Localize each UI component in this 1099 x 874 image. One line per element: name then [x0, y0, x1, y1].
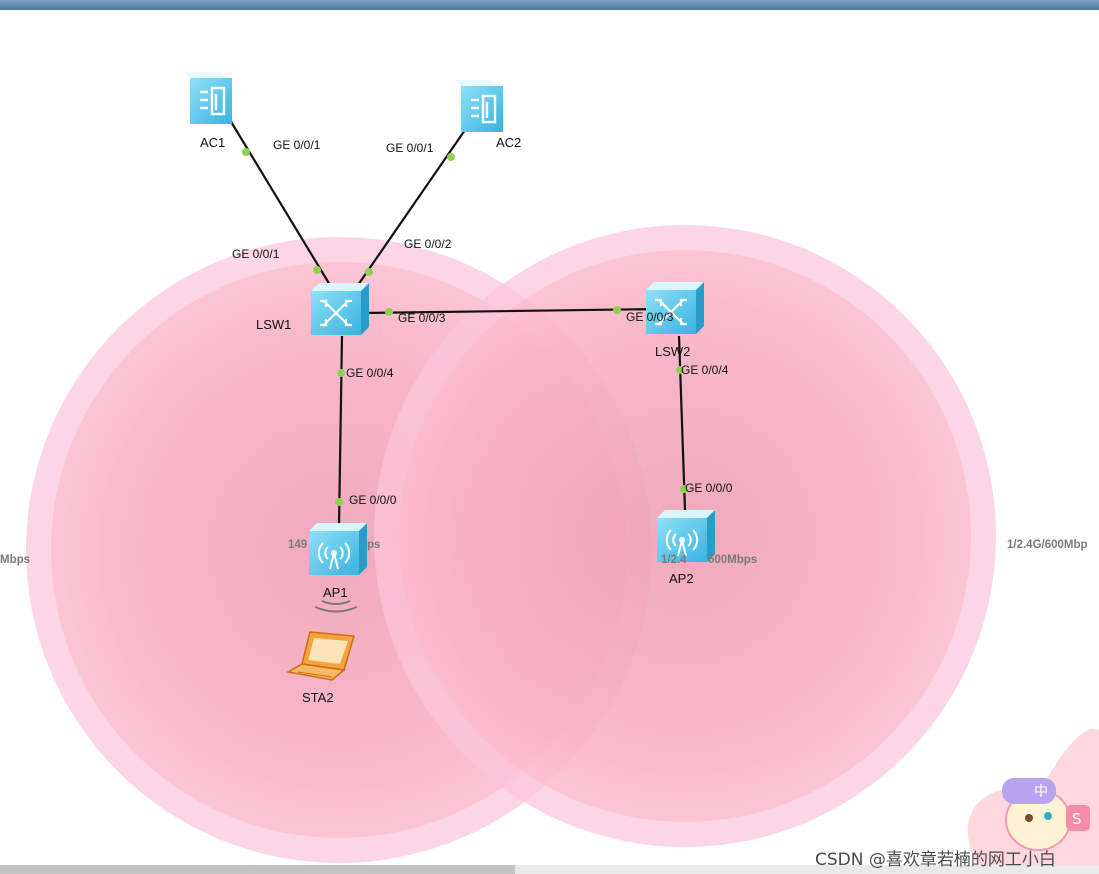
horizontal-scrollbar[interactable] [0, 865, 1099, 874]
port-dot [242, 148, 250, 156]
scrollbar-thumb[interactable] [0, 865, 515, 874]
ap2-access-point-icon[interactable] [657, 510, 715, 562]
port-dot [365, 268, 373, 276]
port-dot [335, 498, 343, 506]
port-dot [337, 369, 345, 377]
port-dot [680, 485, 688, 493]
lsw1-port-g001-label: GE 0/0/1 [232, 247, 280, 261]
ap2-rate-tail-label: 600Mbps [708, 554, 757, 566]
wireless-signal-icon [314, 600, 358, 613]
port-dot [676, 366, 684, 374]
svg-text:中: 中 [1034, 784, 1048, 800]
ac2-device-icon[interactable] [455, 80, 503, 132]
lsw2-port-g003-label: GE 0/0/3 [626, 310, 674, 324]
window-top-bar [0, 0, 1099, 10]
port-dot [313, 266, 321, 274]
lsw1-port-g003-label: GE 0/0/3 [398, 311, 446, 325]
lsw1-switch-icon[interactable] [311, 283, 369, 335]
port-dot [613, 306, 621, 314]
ac1-port-label: GE 0/0/1 [273, 138, 321, 152]
ap1-label: AP1 [323, 585, 348, 600]
svg-text:S: S [1072, 810, 1082, 828]
lsw1-port-g004-label: GE 0/0/4 [346, 366, 394, 380]
watermark-text: CSDN @喜欢章若楠的网工小白 [815, 850, 1056, 870]
lsw1-label: LSW1 [256, 317, 291, 332]
port-dot [447, 153, 455, 161]
right-edge-rate-label: 1/2.4G/600Mbp [1007, 539, 1088, 551]
ac1-label: AC1 [200, 135, 225, 150]
ap1-rate-tail-label: ps [367, 539, 380, 551]
port-dot [385, 308, 393, 316]
ap1-access-point-icon[interactable] [309, 523, 367, 575]
ap1-port-label: GE 0/0/0 [349, 493, 397, 507]
lsw2-switch-icon[interactable] [646, 282, 704, 334]
link-ac2-lsw1[interactable] [357, 129, 466, 286]
link-ac1-lsw1[interactable] [229, 119, 331, 286]
ap2-label: AP2 [669, 571, 694, 586]
sta2-laptop-icon[interactable] [285, 631, 355, 681]
link-lsw2-ap2[interactable] [677, 335, 687, 511]
ac2-port-label: GE 0/0/1 [386, 141, 434, 155]
ac2-label: AC2 [496, 135, 521, 150]
link-lsw1-ap1[interactable] [337, 335, 344, 527]
lsw2-port-g004-label: GE 0/0/4 [681, 363, 729, 377]
left-edge-rate-label: Mbps [0, 554, 30, 566]
ap2-port-label: GE 0/0/0 [685, 481, 733, 495]
ap2-rate-label: 1/2.4 [661, 554, 687, 566]
link-lsw1-lsw2[interactable] [363, 307, 661, 315]
lsw1-port-g002-label: GE 0/0/2 [404, 237, 452, 251]
ap1-rate-label: 149 [288, 539, 307, 551]
ac1-device-icon[interactable] [184, 72, 232, 124]
mascot-sticker-icon: 中 S [967, 728, 1099, 870]
sta2-label: STA2 [302, 690, 334, 705]
lsw2-label: LSW2 [655, 344, 690, 359]
